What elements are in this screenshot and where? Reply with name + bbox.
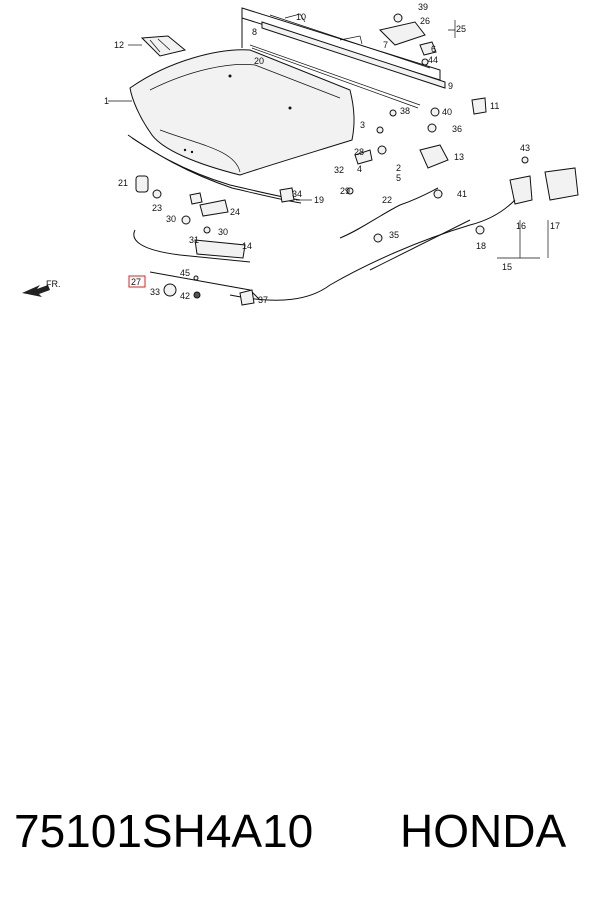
callout-1: 1 <box>104 96 109 106</box>
callout-14: 14 <box>242 241 252 251</box>
callout-2: 2 <box>396 163 401 173</box>
callout-3: 3 <box>360 120 365 130</box>
callout-labels: 1 2 3 4 5 6 7 8 9 10 11 12 13 14 15 16 1… <box>104 2 560 305</box>
callout-32: 32 <box>334 165 344 175</box>
callout-36: 36 <box>452 124 462 134</box>
callout-23: 23 <box>152 203 162 213</box>
callout-40: 40 <box>442 107 452 117</box>
callout-42: 42 <box>180 291 190 301</box>
callout-7: 7 <box>383 40 388 50</box>
callout-5: 5 <box>396 173 401 183</box>
insulator-part <box>128 35 187 57</box>
callout-13: 13 <box>454 152 464 162</box>
callout-15: 15 <box>502 262 512 272</box>
callout-33: 33 <box>150 287 160 297</box>
callout-16: 16 <box>516 221 526 231</box>
callout-19: 19 <box>314 195 324 205</box>
highlight-box <box>128 275 146 288</box>
callout-34: 34 <box>292 189 302 199</box>
callout-18: 18 <box>476 241 486 251</box>
callout-20: 20 <box>254 56 264 66</box>
callout-11: 11 <box>490 101 499 111</box>
front-label: FR. <box>46 279 61 289</box>
hood-parts-diagram: FR. 1 2 3 4 5 6 7 8 9 10 11 12 13 14 15 … <box>22 2 579 306</box>
callout-17: 17 <box>550 221 560 231</box>
caption-bar: 75101SH4A10 HONDA <box>0 796 600 866</box>
front-direction-arrow: FR. <box>22 279 61 297</box>
callout-41: 41 <box>457 189 467 199</box>
callout-31: 31 <box>189 235 199 245</box>
callout-4: 4 <box>357 164 362 174</box>
callout-29: 29 <box>340 186 350 196</box>
callout-39: 39 <box>418 2 428 12</box>
callout-26: 26 <box>420 16 430 26</box>
callout-8: 8 <box>252 27 257 37</box>
callout-9: 9 <box>448 81 453 91</box>
callout-28: 28 <box>354 147 364 157</box>
callout-24: 24 <box>230 207 240 217</box>
callout-37: 37 <box>258 295 268 305</box>
callout-27: 27 <box>131 277 141 287</box>
hood-panel <box>108 49 355 176</box>
callout-30b: 30 <box>218 227 228 237</box>
callout-38: 38 <box>400 106 410 116</box>
callout-35: 35 <box>389 230 399 240</box>
cables-and-rods <box>133 187 516 301</box>
callout-12: 12 <box>114 40 124 50</box>
callout-44: 44 <box>428 55 438 65</box>
hinge-parts <box>189 13 437 217</box>
callout-30a: 30 <box>166 214 176 224</box>
callout-22: 22 <box>382 195 392 205</box>
callout-25: 25 <box>456 24 466 34</box>
callout-43: 43 <box>520 143 530 153</box>
callout-21: 21 <box>118 178 128 188</box>
cowl-assembly <box>241 7 446 109</box>
callout-45: 45 <box>180 268 190 278</box>
small-hardware <box>135 109 437 306</box>
callout-6: 6 <box>431 44 436 54</box>
latch-parts <box>419 97 579 205</box>
part-number: 75101SH4A10 <box>14 805 314 857</box>
leader-lines <box>296 20 549 259</box>
callout-10: 10 <box>296 12 306 22</box>
brand-name: HONDA <box>400 805 567 857</box>
